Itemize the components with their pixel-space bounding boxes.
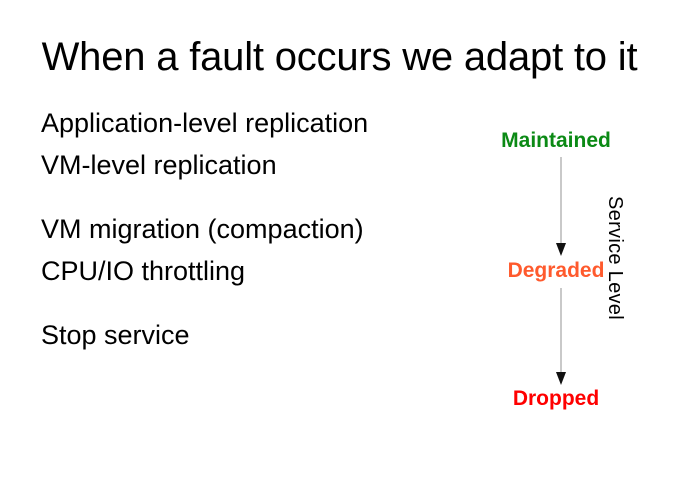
status-badge-dropped: Dropped xyxy=(512,387,600,410)
down-arrow-icon xyxy=(555,157,567,257)
service-level-axis-label: Service Level xyxy=(604,196,626,320)
list-item: Stop service xyxy=(41,320,190,350)
arrow-head xyxy=(556,243,566,256)
arrow-shaft xyxy=(560,288,562,374)
service-level-ladder: Maintained Degraded Dropped xyxy=(460,112,655,422)
arrow-head xyxy=(556,372,566,385)
adaptation-list: Application-level replication VM-level r… xyxy=(41,110,461,349)
down-arrow-icon xyxy=(555,288,567,388)
page-title: When a fault occurs we adapt to it xyxy=(41,35,638,79)
list-item: VM-level replication xyxy=(41,150,277,180)
list-item: CPU/IO throttling xyxy=(41,256,246,286)
status-badge-maintained: Maintained xyxy=(501,129,611,152)
list-item: Application-level replication xyxy=(41,108,369,138)
status-badge-degraded: Degraded xyxy=(507,259,605,282)
arrow-shaft xyxy=(560,157,562,245)
list-item: VM migration (compaction) xyxy=(41,214,364,244)
